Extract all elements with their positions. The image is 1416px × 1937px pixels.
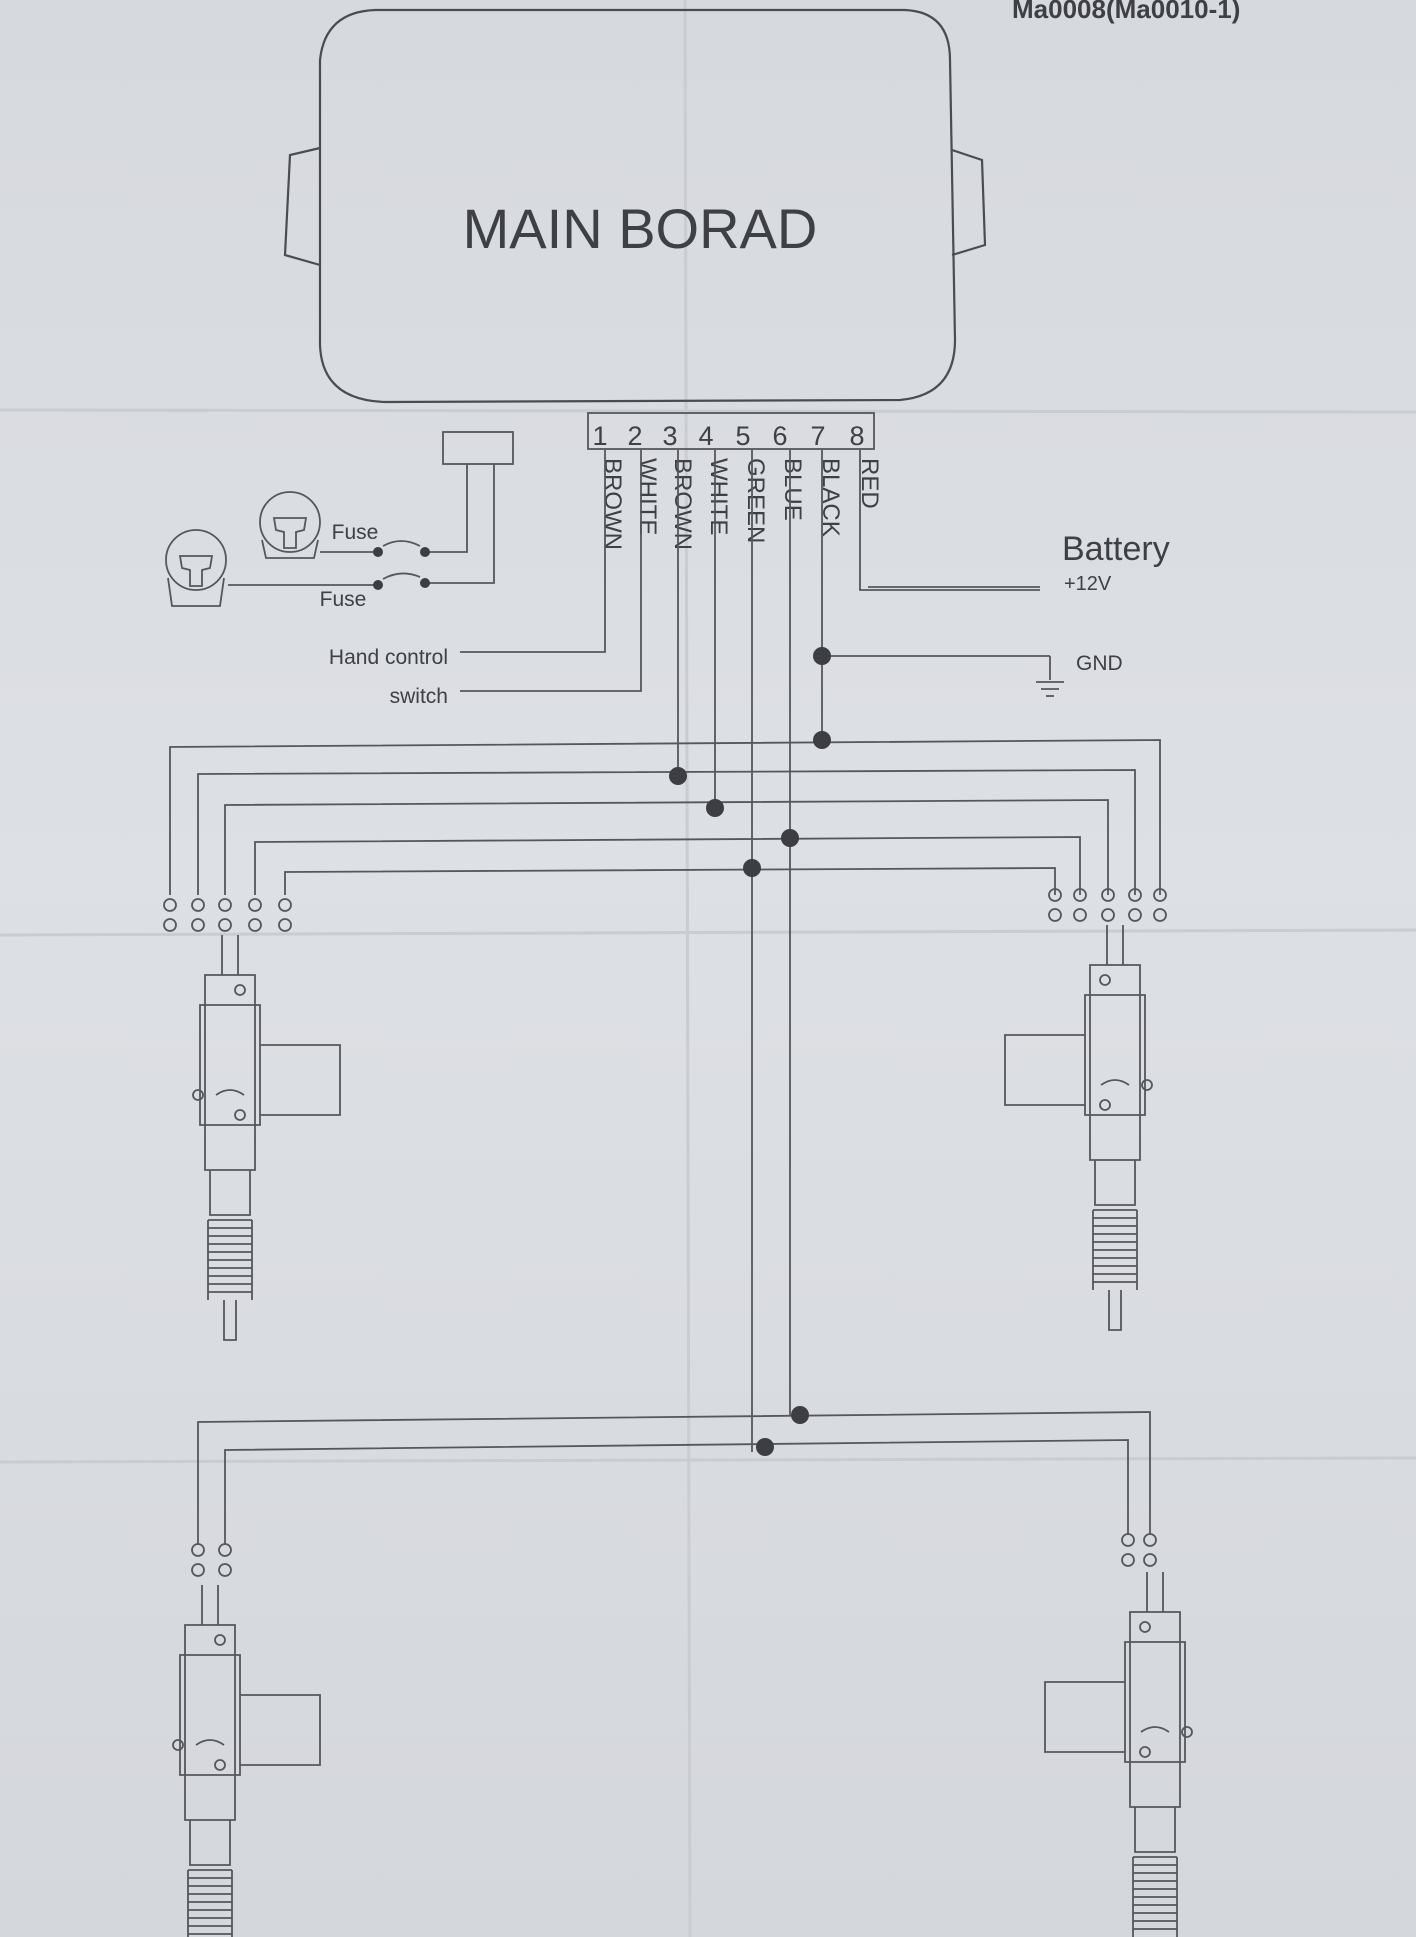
rear-left-actuator (172, 1585, 321, 1937)
wire-color-label-pin5: GREEN (742, 458, 769, 543)
front-right-terminal-3-top (1101, 888, 1115, 902)
junction-green-rear (756, 1438, 774, 1456)
junction-gnd (813, 647, 831, 665)
junction-green-front (743, 859, 761, 877)
front-harness (169, 739, 1161, 895)
rear-left-terminal-2-top (218, 1543, 232, 1557)
fuse-1-arc (382, 540, 421, 547)
fuse-wire-2 (425, 464, 495, 584)
junction-white (706, 799, 724, 817)
front-right-terminal-1-bottom (1048, 908, 1062, 922)
fuse-2-contact-b (420, 578, 430, 588)
lock-button-icon-2 (165, 529, 227, 607)
paper-fold-horizontal-2 (0, 928, 1416, 937)
fuse-label-1: Fuse (332, 521, 379, 544)
switch-label: switch (390, 685, 448, 708)
front-left-terminal-5-bottom (278, 918, 292, 932)
main-board-box: MAIN BORAD (283, 8, 987, 404)
lock-button-icon-1 (259, 491, 321, 559)
rear-right-terminal-1-bottom (1121, 1553, 1135, 1567)
hand-control-label: Hand control (329, 646, 448, 669)
wire-color-label-pin7: BLACK (817, 458, 844, 537)
wire-color-label-pin4: WHITE (705, 458, 732, 535)
wire-pin8-red (859, 450, 1040, 591)
front-left-terminal-1-top (163, 898, 177, 912)
wire-color-label-pin1: BROWN (599, 458, 626, 550)
rear-left-terminal-1-bottom (191, 1563, 205, 1577)
rear-left-terminal-1-top (191, 1543, 205, 1557)
rear-harness (197, 1411, 1151, 1545)
front-left-terminal-4-bottom (248, 918, 262, 932)
front-right-terminal-3-bottom (1101, 908, 1115, 922)
rear-right-terminal-1-top (1121, 1533, 1135, 1547)
wire-pin2-white (460, 450, 642, 692)
rear-right-terminal-2-top (1143, 1533, 1157, 1547)
front-left-terminal-5-top (278, 898, 292, 912)
fuse-label-2: Fuse (320, 588, 367, 611)
front-right-terminal-4-bottom (1128, 908, 1142, 922)
paper-fold-horizontal-1 (0, 408, 1416, 414)
actuator-terminals (163, 888, 1167, 1577)
fuse-1-contact-b (420, 547, 430, 557)
connector-block (587, 412, 875, 450)
fuse-top-box (442, 431, 514, 465)
fuse-wire-1 (425, 464, 468, 553)
main-board-label: MAIN BORAD (463, 197, 818, 260)
front-left-terminal-3-bottom (218, 918, 232, 932)
connector-pin-5: 5 (735, 421, 750, 451)
front-left-actuator (192, 935, 341, 1341)
rear-right-terminal-2-bottom (1143, 1553, 1157, 1567)
junction-blue-front (781, 829, 799, 847)
connector-pin-2: 2 (627, 421, 642, 451)
rear-right-actuator (1044, 1572, 1193, 1937)
doc-code: Ma0008(Ma0010-1) (1012, 0, 1240, 24)
front-right-terminal-5-top (1153, 888, 1167, 902)
front-right-terminal-2-bottom (1073, 908, 1087, 922)
battery-label: Battery (1062, 530, 1170, 568)
fuse-1-contact-a (373, 547, 383, 557)
front-left-terminal-2-top (191, 898, 205, 912)
wire-color-label-pin3: BROWN (669, 458, 696, 550)
front-left-terminal-3-top (218, 898, 232, 912)
gnd-label: GND (1076, 652, 1123, 675)
connector-pin-4: 4 (698, 421, 713, 451)
wire-color-label-pin2: WHITE (634, 458, 661, 535)
connector-pin-7: 7 (810, 421, 825, 451)
front-left-terminal-2-bottom (191, 918, 205, 932)
rear-left-terminal-2-bottom (218, 1563, 232, 1577)
wire-color-label-pin6: BLUE (779, 458, 806, 521)
wire-pin1-brown (460, 450, 606, 653)
fuse-2-contact-a (373, 580, 383, 590)
door-lock-actuators (172, 925, 1193, 1937)
front-right-terminal-2-top (1073, 888, 1087, 902)
connector-wires (460, 450, 1051, 1452)
front-right-actuator (1004, 925, 1153, 1331)
junction-blue-rear (791, 1406, 809, 1424)
junction-black-front (813, 731, 831, 749)
connector-pin-8: 8 (849, 421, 864, 451)
fuse-2-arc (382, 572, 421, 580)
front-right-terminal-1-top (1048, 888, 1062, 902)
junction-brown (669, 767, 687, 785)
paper-fold-vertical (683, 0, 692, 1937)
connector-pin-3: 3 (662, 421, 677, 451)
front-left-terminal-1-bottom (163, 918, 177, 932)
fuse-circuit: Fuse Fuse (228, 431, 514, 611)
paper-fold-horizontal-3 (0, 1456, 1416, 1464)
front-right-terminal-4-top (1128, 888, 1142, 902)
front-left-terminal-4-top (248, 898, 262, 912)
connector-pin-6: 6 (772, 421, 787, 451)
front-right-terminal-5-bottom (1153, 908, 1167, 922)
connector-pin-1: 1 (592, 421, 607, 451)
battery-voltage: +12V (1064, 573, 1112, 595)
ground-symbol (1036, 681, 1064, 697)
